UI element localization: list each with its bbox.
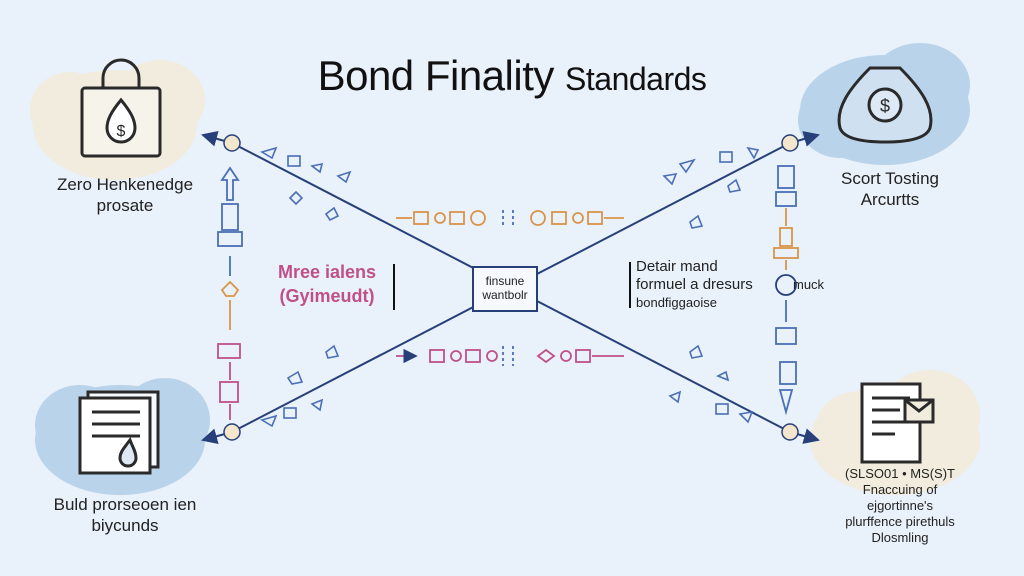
label-bottom-right-line4: plurffence pirethuls — [845, 514, 955, 529]
report-envelope-icon — [860, 382, 935, 464]
label-bottom-right-line1: (SLSO01 • MS(S)T — [844, 466, 956, 481]
label-bottom-left: Buld prorseoen ien biycunds — [30, 494, 220, 536]
label-bottom-right: (SLSO01 • MS(S)T Fnaccuing of ejgortinne… — [820, 466, 980, 546]
label-bottom-right-line3: ejgortinne's — [866, 498, 934, 513]
middle-left-label: Mree ialens (Gyimeudt) — [258, 260, 396, 308]
node-bottom-left — [223, 423, 241, 441]
center-box-line2: wantbolr — [482, 288, 528, 302]
title-sub: Standards — [565, 61, 707, 97]
node-bottom-right — [781, 423, 799, 441]
lower-chain — [396, 346, 624, 366]
side-label: muck — [793, 277, 825, 292]
center-box-line1: finsune — [485, 274, 525, 288]
middle-right-label: Detair mand formuel a dresurs bondfiggao… — [636, 258, 776, 312]
document-icon — [78, 390, 160, 475]
node-top-left — [223, 134, 241, 152]
middle-right-line2: formuel a dresurs — [636, 276, 753, 293]
right-vertical-chain — [773, 165, 799, 416]
title-main: Bond Finality — [317, 52, 555, 99]
label-top-left: Zero Henkenedge prosate — [30, 174, 220, 216]
svg-text:$: $ — [117, 123, 126, 140]
label-bottom-right-line2: Fnaccuing of — [862, 482, 938, 497]
svg-text:$: $ — [880, 96, 890, 116]
lock-bag-icon: $ — [80, 58, 162, 158]
middle-left-line2: (Gyimeudt) — [279, 286, 375, 306]
label-top-right: Scort Tosting Arcurtts — [810, 168, 970, 210]
node-top-right — [781, 134, 799, 152]
center-box: finsune wantbolr — [472, 266, 538, 312]
label-top-left-line2: prosate — [96, 196, 154, 215]
middle-right-line1: Detair mand — [636, 258, 718, 275]
label-bottom-left-line2: biycunds — [91, 516, 159, 535]
dollar-bag-icon: $ — [837, 66, 933, 144]
label-bottom-left-line1: Buld prorseoen ien — [53, 495, 197, 514]
label-top-left-line1: Zero Henkenedge — [56, 175, 194, 194]
decorative-glyphs — [260, 146, 760, 428]
upper-chain — [396, 210, 624, 228]
label-top-right-line2: Arcurtts — [860, 190, 920, 209]
label-bottom-right-line5: Dlosmling — [871, 530, 929, 545]
left-vertical-chain — [217, 166, 243, 420]
middle-right-line3: bondfiggaoise — [636, 295, 717, 310]
page-title: Bond Finality Standards — [0, 52, 1024, 100]
middle-left-line1: Mree ialens — [277, 262, 377, 282]
label-top-right-line1: Scort Tosting — [841, 169, 939, 188]
